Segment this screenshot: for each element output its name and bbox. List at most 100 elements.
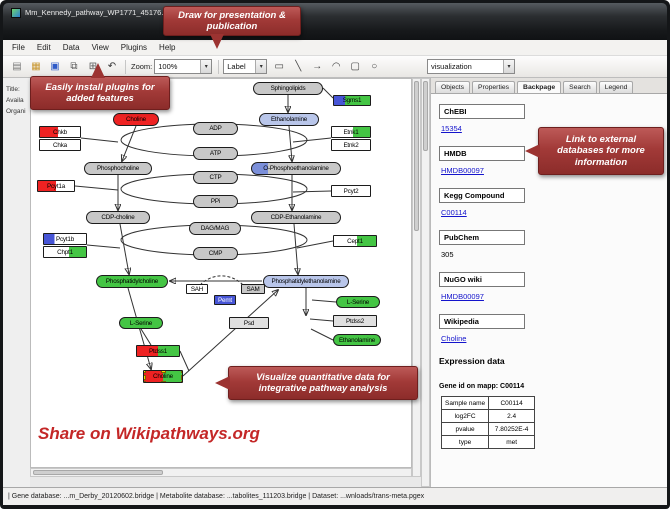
chevron-down-icon[interactable]: ▾ xyxy=(503,60,514,73)
title-bar[interactable]: Mm_Kennedy_pathway_WP1771_45176.gpml xyxy=(3,3,667,40)
pathway-node-l-serine[interactable]: L-Serine xyxy=(119,317,163,329)
menu-help[interactable]: Help xyxy=(159,43,176,52)
save-button[interactable]: ▣ xyxy=(46,59,64,75)
scrollbar-thumb[interactable] xyxy=(414,81,419,231)
database-link[interactable]: Choline xyxy=(441,334,467,343)
expression-cell: Sample name xyxy=(440,396,490,410)
menu-file[interactable]: File xyxy=(12,43,25,52)
pathway-node-ethanolamine[interactable]: Ethanolamine xyxy=(259,113,319,126)
pathway-node-ppi[interactable]: PPi xyxy=(193,195,238,208)
selection-handle[interactable] xyxy=(144,371,146,373)
pathway-node-o-phosphoethanolamine[interactable]: O-Phosphoethanolamine xyxy=(251,162,341,175)
pathway-node-pcyt2[interactable]: Pcyt2 xyxy=(331,185,371,197)
tab-properties[interactable]: Properties xyxy=(472,81,516,93)
pathway-node-ctp[interactable]: CTP xyxy=(193,171,238,184)
selection-handle[interactable] xyxy=(181,371,182,373)
selection-handle[interactable] xyxy=(181,374,182,380)
undo-button[interactable]: ↶ xyxy=(103,59,121,75)
oval-tool-button[interactable]: ○ xyxy=(365,59,383,75)
canvas-horizontal-scrollbar[interactable] xyxy=(30,468,412,477)
scrollbar-thumb[interactable] xyxy=(423,81,428,151)
pathway-node-sgms1[interactable]: Sgms1 xyxy=(333,95,371,106)
expression-cell: type xyxy=(440,435,490,449)
open-file-button[interactable]: ▦ xyxy=(27,59,45,75)
selection-handle[interactable] xyxy=(144,374,146,380)
pathway-node-atp[interactable]: ATP xyxy=(193,147,238,160)
expression-cell: C00114 xyxy=(488,396,536,410)
pathway-node-ptdss1[interactable]: Ptdss1 xyxy=(136,345,180,357)
menu-edit[interactable]: Edit xyxy=(36,43,51,52)
tab-backpage[interactable]: Backpage xyxy=(517,81,562,93)
canvas-vertical-scrollbar[interactable] xyxy=(412,78,421,477)
pathway-node-ethanolamine[interactable]: Ethanolamine xyxy=(333,334,381,346)
pathway-node-etnk1[interactable]: Etnk1 xyxy=(331,126,371,138)
menu-plugins[interactable]: Plugins xyxy=(120,43,148,52)
expression-cell: 7.80252E-4 xyxy=(488,422,536,436)
selection-handle[interactable] xyxy=(161,371,166,373)
callout-text: Easily install plugins for added feature… xyxy=(45,81,155,104)
pathway-node-choline[interactable]: Choline xyxy=(143,370,183,383)
new-file-button[interactable]: ▤ xyxy=(8,59,26,75)
label-tool-combo[interactable]: Label ▾ xyxy=(223,59,268,74)
pathway-node-cdp-ethanolamine[interactable]: CDP-Ethanolamine xyxy=(251,211,341,224)
tab-search[interactable]: Search xyxy=(563,81,597,93)
pathway-node-cept1[interactable]: Cept1 xyxy=(333,235,377,247)
pathway-node-dag-mag[interactable]: DAG/MAG xyxy=(189,222,241,235)
expression-data-heading: Expression data xyxy=(439,356,505,366)
copy-button[interactable]: ⧉ xyxy=(65,59,83,75)
pathway-node-phosphatidylethanolamine[interactable]: Phosphatidylethanolamine xyxy=(263,275,349,288)
gene-id-line: Gene id on mapp: C00114 xyxy=(439,383,525,390)
tab-objects[interactable]: Objects xyxy=(435,81,471,93)
selection-handle[interactable] xyxy=(161,381,166,382)
pathway-node-phosphocholine[interactable]: Phosphocholine xyxy=(84,162,152,175)
tab-legend[interactable]: Legend xyxy=(598,81,634,93)
pathway-node-chka[interactable]: Chka xyxy=(39,139,81,151)
menu-data[interactable]: Data xyxy=(62,43,80,52)
pathway-node-pcyt1b[interactable]: Pcyt1b xyxy=(43,233,87,245)
pathway-node-chpt1[interactable]: Chpt1 xyxy=(43,246,87,258)
status-bar: | Gene database: ...m_Derby_20120602.bri… xyxy=(3,487,667,505)
pathway-node-cmp[interactable]: CMP xyxy=(193,247,238,260)
toolbar: ▤▦▣⧉⊞↶ Zoom: 100% ▾ Label ▾ ▭╲→◠▢○ visua… xyxy=(3,56,667,78)
database-link[interactable]: HMDB00097 xyxy=(441,292,484,301)
line-tool-button[interactable]: ╲ xyxy=(289,59,307,75)
arrow-icon: → xyxy=(312,61,323,72)
chevron-down-icon[interactable]: ▾ xyxy=(200,60,212,73)
rect-tool-button[interactable]: ▢ xyxy=(346,59,364,75)
pathway-node-sphingolipids[interactable]: Sphingolipids xyxy=(253,82,323,95)
pathway-node-sam[interactable]: SAM xyxy=(241,284,265,294)
shape-toolbar-group: ▭ ╲ → ◠▢○ xyxy=(270,59,383,75)
pathway-node-pcyt1a[interactable]: Pcyt1a xyxy=(37,180,75,192)
visualization-combo[interactable]: visualization ▾ xyxy=(427,59,515,74)
arrow-tool-button[interactable]: → xyxy=(308,59,326,75)
chevron-down-icon[interactable]: ▾ xyxy=(255,60,267,73)
pathway-node-cdp-choline[interactable]: CDP-choline xyxy=(86,211,150,224)
pathway-node-ptdss2[interactable]: Ptdss2 xyxy=(333,315,377,327)
sidepanel-vertical-scrollbar[interactable] xyxy=(421,78,430,487)
selection-handle[interactable] xyxy=(144,381,146,382)
pathway-node-choline[interactable]: Choline xyxy=(113,113,159,126)
status-text: | Gene database: ...m_Derby_20120602.bri… xyxy=(8,493,425,500)
pathway-node-etnk2[interactable]: Etnk2 xyxy=(331,139,371,151)
pathway-node-l-serine[interactable]: L-Serine xyxy=(336,296,380,308)
arc-tool-button[interactable]: ◠ xyxy=(327,59,345,75)
line-icon: ╲ xyxy=(295,61,302,72)
datanode-tool-button[interactable]: ▭ xyxy=(270,59,288,75)
callout-plugins: Easily install plugins for added feature… xyxy=(30,63,170,110)
database-link[interactable]: C00114 xyxy=(441,208,467,217)
scrollbar-thumb[interactable] xyxy=(33,470,163,475)
zoom-combo[interactable]: 100% ▾ xyxy=(154,59,213,74)
pathway-node-phosphatidylcholine[interactable]: Phosphatidylcholine xyxy=(96,275,168,288)
pathway-node-chkb[interactable]: Chkb xyxy=(39,126,81,138)
selection-handle[interactable] xyxy=(181,381,182,382)
pathway-node-adp[interactable]: ADP xyxy=(193,122,238,135)
pathway-node-psd[interactable]: Psd xyxy=(229,317,269,329)
menu-view[interactable]: View xyxy=(91,43,109,52)
pathway-node-pemt[interactable]: Pemt xyxy=(214,295,236,305)
database-link[interactable]: 15354 xyxy=(441,124,462,133)
database-link[interactable]: HMDB00097 xyxy=(441,166,484,175)
pathway-node-sah[interactable]: SAH xyxy=(186,284,208,294)
